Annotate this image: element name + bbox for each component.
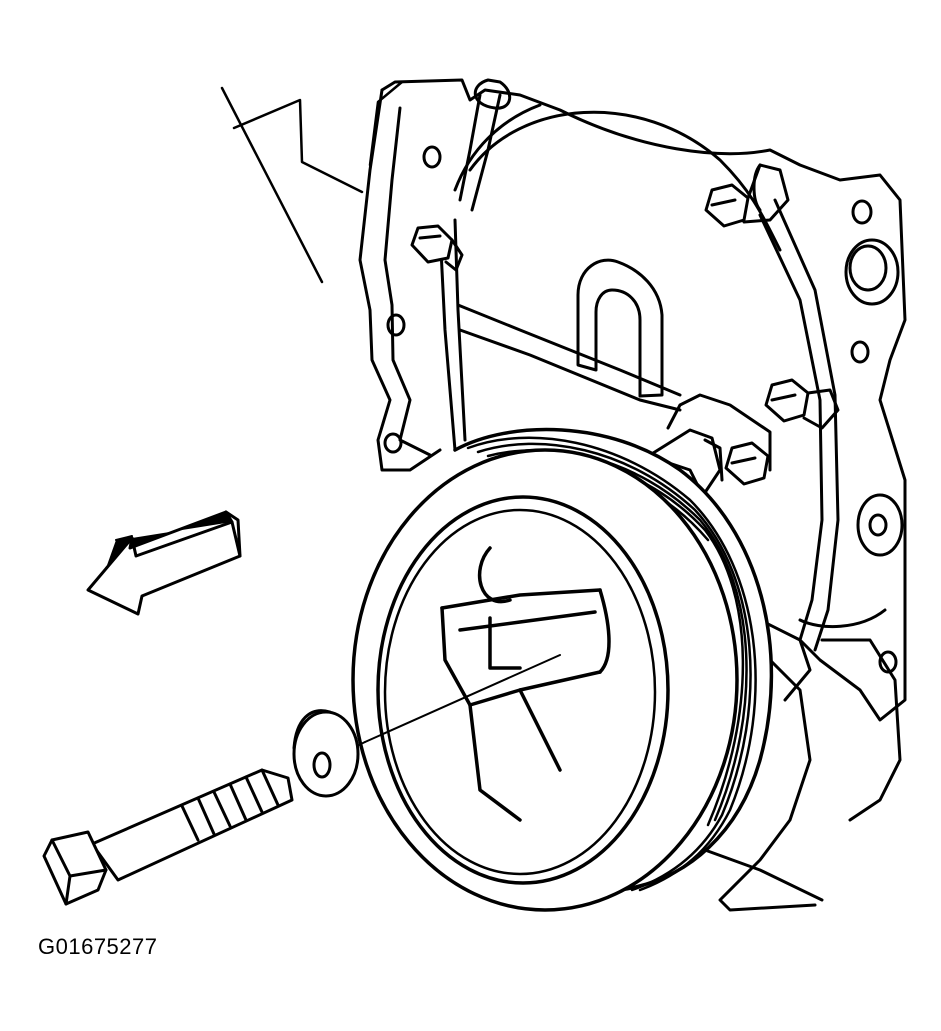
cover-bolt (410, 224, 464, 272)
engine-block-edge-lines (220, 80, 404, 284)
cover-bolt (704, 163, 790, 228)
arrow-left-icon (86, 510, 242, 616)
balancer-bolt (42, 768, 294, 906)
engine-front-cover (358, 78, 907, 912)
crankshaft-balancer (351, 427, 774, 912)
cover-bolt (724, 441, 770, 486)
washer (292, 709, 360, 798)
figure-code: G01675277 (38, 934, 158, 959)
cover-bolt (764, 378, 840, 430)
